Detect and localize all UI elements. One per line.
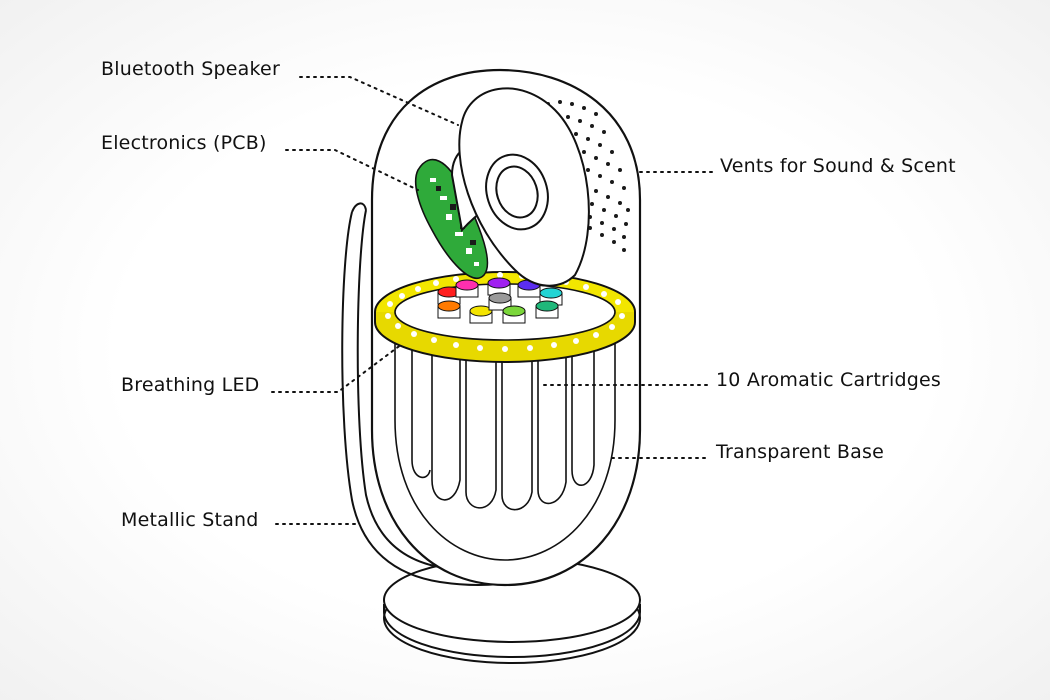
label-breathing-led: Breathing LED — [121, 374, 260, 396]
cartridge-top-6 — [437, 300, 461, 319]
leader-electronics-pcb — [285, 149, 419, 191]
label-aromatic-cartridges: 10 Aromatic Cartridges — [716, 369, 941, 391]
cartridge-top-9 — [502, 305, 526, 324]
leader-bluetooth-speaker — [299, 76, 459, 126]
cartridge-top-1 — [437, 286, 461, 305]
label-electronics-pcb: Electronics (PCB) — [101, 132, 267, 154]
cartridge-top-2 — [455, 279, 479, 298]
cartridge-top-7 — [469, 305, 493, 324]
label-metallic-stand: Metallic Stand — [121, 509, 259, 531]
label-vents: Vents for Sound & Scent — [720, 155, 956, 177]
cartridge-top-5 — [539, 287, 563, 306]
leader-breathing-led — [271, 343, 403, 393]
label-transparent-base: Transparent Base — [716, 441, 884, 463]
cartridge-top-10 — [535, 300, 559, 319]
label-bluetooth-speaker: Bluetooth Speaker — [101, 58, 280, 80]
cartridge-tops — [437, 277, 563, 324]
bluetooth-speaker — [450, 87, 590, 287]
leader-lines — [271, 76, 713, 525]
cartridge-top-8 — [488, 292, 512, 311]
cartridge-top-3 — [487, 277, 511, 296]
base-disc — [383, 557, 641, 664]
transparent-base — [394, 330, 616, 561]
